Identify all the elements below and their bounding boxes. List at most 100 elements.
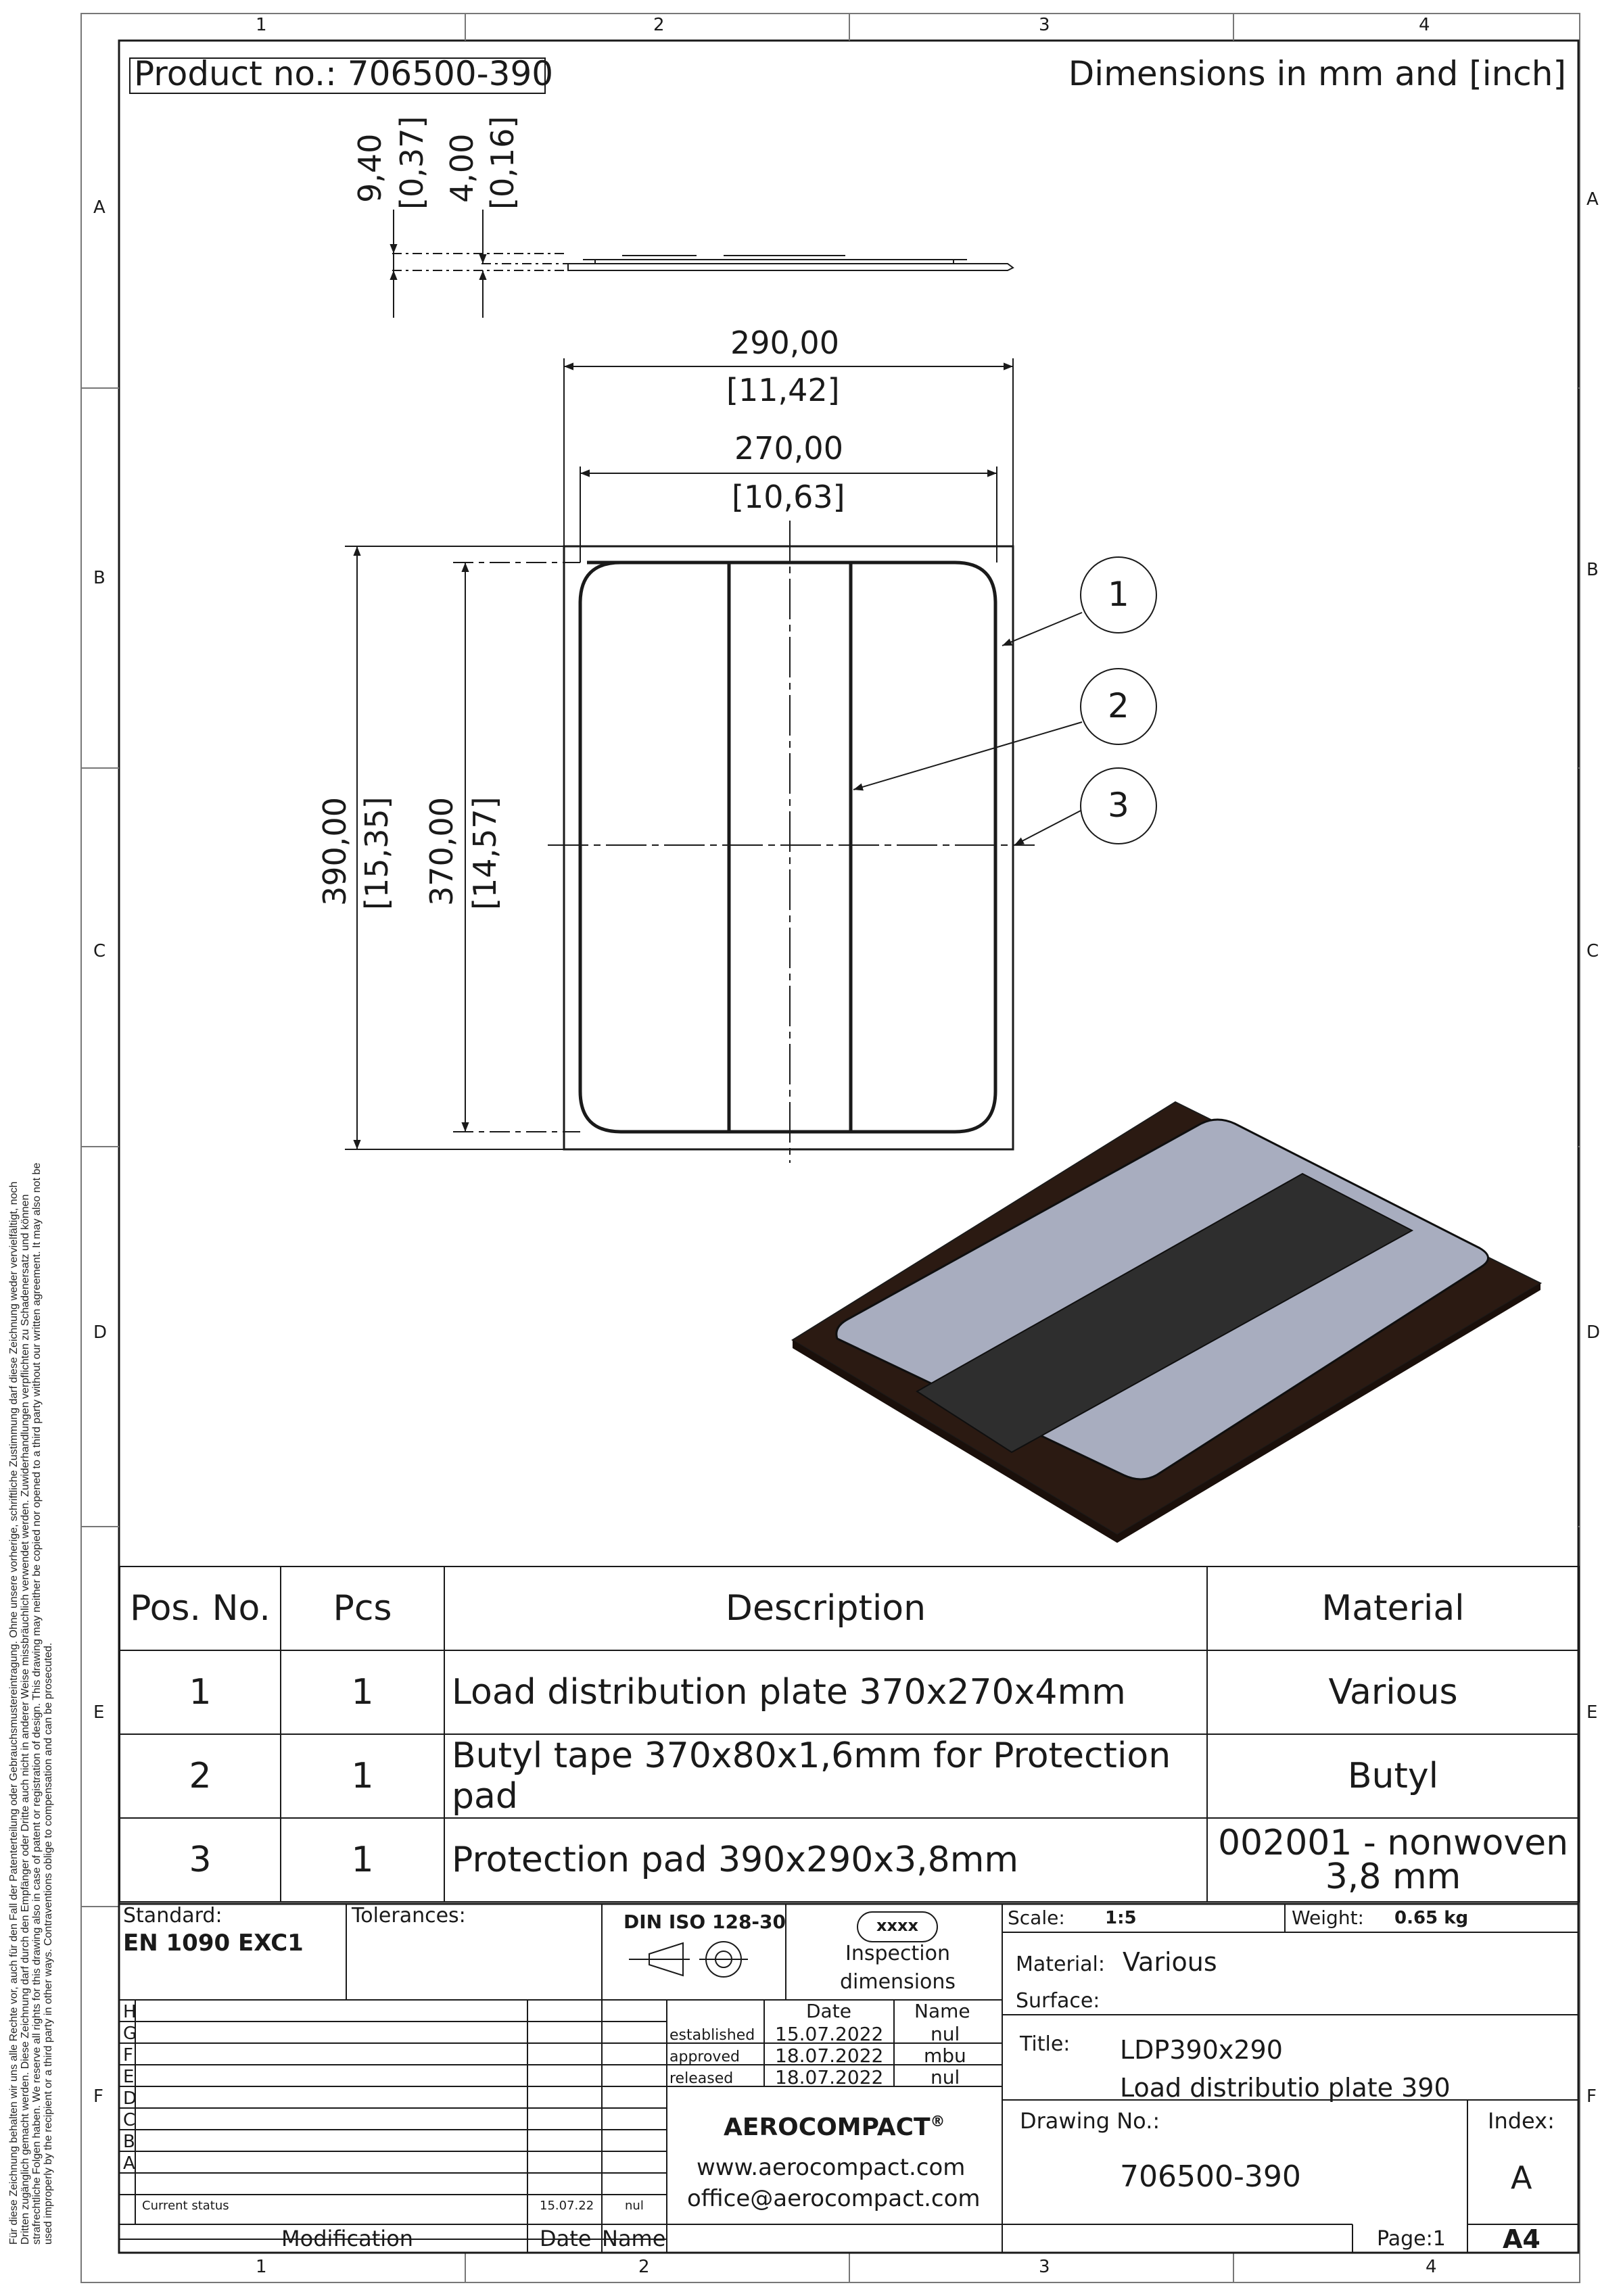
zone-row-c-left: C xyxy=(93,941,106,961)
company-website[interactable]: www.aerocompact.com xyxy=(697,2154,966,2181)
dim-total-thickness-mm: 9,40 xyxy=(352,133,388,203)
bom-material-line2: 3,8 mm xyxy=(1325,1857,1461,1897)
bom-material: Butyl xyxy=(1206,1733,1580,1819)
dim-outer-height-in: [15,35] xyxy=(358,796,395,910)
approval-date: 18.07.2022 xyxy=(775,2066,884,2088)
dim-outer-height-mm: 390,00 xyxy=(316,797,353,906)
outer-frame xyxy=(80,13,1580,2283)
zone-row-e-right: E xyxy=(1586,1702,1598,1723)
zone-row-f-left: F xyxy=(93,2086,103,2107)
zone-row-a-left: A xyxy=(93,197,105,218)
name-header: Name xyxy=(914,2000,970,2022)
tolerances-label: Tolerances: xyxy=(352,1904,466,1928)
bom-header-pos: Pos. No. xyxy=(119,1566,281,1651)
zone-row-d-right: D xyxy=(1586,1322,1601,1343)
balloon-1-label: 1 xyxy=(1108,575,1129,614)
zone-row-c-right: C xyxy=(1586,941,1599,961)
approval-label: approved xyxy=(669,2049,740,2065)
legal-note: Für diese Zeichnung behalten wir uns all… xyxy=(8,1162,54,2245)
zone-row-b-right: B xyxy=(1586,560,1599,580)
balloon-1 xyxy=(1080,556,1157,633)
weight-value: 0.65 kg xyxy=(1394,1908,1469,1928)
standard-label: Standard: xyxy=(123,1904,222,1928)
zone-row-a-right: A xyxy=(1586,189,1599,210)
isometric-view xyxy=(791,1101,1543,1543)
bom-description: Load distribution plate 370x270x4mm xyxy=(444,1650,1208,1735)
side-view xyxy=(390,210,1014,318)
product-no-box xyxy=(129,57,546,94)
company-email[interactable]: office@aerocompact.com xyxy=(687,2185,981,2212)
xxxx-label: xxxx xyxy=(876,1916,918,1935)
current-status: Current status xyxy=(142,2199,229,2213)
bom-material-line1: 002001 - nonwoven xyxy=(1217,1823,1569,1863)
index-value: A xyxy=(1511,2159,1532,2196)
zone-row-f-right: F xyxy=(1586,2086,1597,2107)
zone-col-3-top: 3 xyxy=(1039,15,1050,35)
bom-description: Protection pad 390x290x3,8mm xyxy=(444,1817,1208,1903)
approval-label: established xyxy=(669,2027,755,2044)
format-label: A4 xyxy=(1503,2224,1540,2254)
balloon-3-label: 3 xyxy=(1108,786,1129,825)
zone-col-1-bottom: 1 xyxy=(256,2257,267,2277)
balloon-3 xyxy=(1080,767,1157,844)
dim-inner-height-mm: 370,00 xyxy=(423,797,460,906)
weight-label: Weight: xyxy=(1292,1907,1364,1929)
zone-col-4-top: 4 xyxy=(1419,15,1430,35)
bom-pcs: 1 xyxy=(280,1650,445,1735)
approval-name: mbu xyxy=(924,2044,966,2067)
material-label: Material: xyxy=(1016,1953,1105,1976)
date-header: Date xyxy=(806,2000,851,2022)
zone-row-d-left: D xyxy=(93,1322,108,1343)
approval-name: nul xyxy=(931,2023,960,2045)
bom-pcs: 1 xyxy=(280,1733,445,1819)
dim-total-thickness-in: [0,37] xyxy=(394,116,430,210)
dim-inner-width-mm: 270,00 xyxy=(734,430,843,467)
scale-label: Scale: xyxy=(1008,1907,1065,1929)
bill-of-materials: Pos. No. Pcs Description Material 1 1 Lo… xyxy=(119,1566,1580,1903)
surface-label: Surface: xyxy=(1016,1989,1100,2013)
zone-col-4-bottom: 4 xyxy=(1426,2257,1437,2277)
bom-pos: 1 xyxy=(119,1650,281,1735)
title-line2: Load distributio plate 390 xyxy=(1120,2073,1451,2103)
right-pad-segment xyxy=(849,560,997,1134)
title-block-grid xyxy=(118,1903,1580,2254)
bom-pos: 3 xyxy=(119,1817,281,1903)
footer-name-label: Name xyxy=(602,2226,666,2251)
zone-row-b-left: B xyxy=(93,568,105,588)
zone-col-1-top: 1 xyxy=(256,15,267,35)
units-note: Dimensions in mm and [inch] xyxy=(1068,54,1566,93)
material-value: Various xyxy=(1123,1947,1217,1977)
scale-value: 1:5 xyxy=(1105,1908,1137,1928)
status-name: nul xyxy=(625,2199,644,2213)
balloon-2 xyxy=(1080,668,1157,745)
approval-date: 18.07.2022 xyxy=(775,2044,884,2067)
protection-pad-outline xyxy=(563,545,1014,1151)
dim-inner-height-in: [14,57] xyxy=(467,796,503,910)
bom-material: Various xyxy=(1206,1650,1580,1735)
bom-pos: 2 xyxy=(119,1733,281,1819)
footer-date-label: Date xyxy=(540,2226,592,2251)
bom-header-material: Material xyxy=(1206,1566,1580,1651)
left-pad-segment xyxy=(578,560,731,1134)
inspection-line1: Inspection xyxy=(845,1942,950,1965)
bom-row: 2 1 Butyl tape 370x80x1,6mm for Protecti… xyxy=(119,1733,1580,1819)
bom-header-pcs: Pcs xyxy=(280,1566,445,1651)
dim-plate-thickness-mm: 4,00 xyxy=(444,133,480,203)
title-line1: LDP390x290 xyxy=(1120,2035,1283,2065)
bom-header-row: Pos. No. Pcs Description Material xyxy=(119,1566,1580,1651)
dim-inner-width-in: [10,63] xyxy=(732,479,845,515)
bom-row: 1 1 Load distribution plate 370x270x4mm … xyxy=(119,1650,1580,1735)
title-label: Title: xyxy=(1020,2032,1071,2056)
balloon-2-label: 2 xyxy=(1108,686,1129,725)
dim-plate-thickness-in: [0,16] xyxy=(484,116,521,210)
company-name: AEROCOMPACT® xyxy=(724,2113,945,2141)
zone-col-3-bottom: 3 xyxy=(1039,2257,1050,2277)
bom-header-description: Description xyxy=(444,1566,1208,1651)
zone-ticks xyxy=(81,14,1580,2282)
drawing-no-value: 706500-390 xyxy=(1120,2159,1301,2194)
dim-outer-width-in: [11,42] xyxy=(726,372,840,408)
bom-description: Butyl tape 370x80x1,6mm for Protection p… xyxy=(444,1733,1208,1819)
zone-col-2-bottom: 2 xyxy=(638,2257,650,2277)
